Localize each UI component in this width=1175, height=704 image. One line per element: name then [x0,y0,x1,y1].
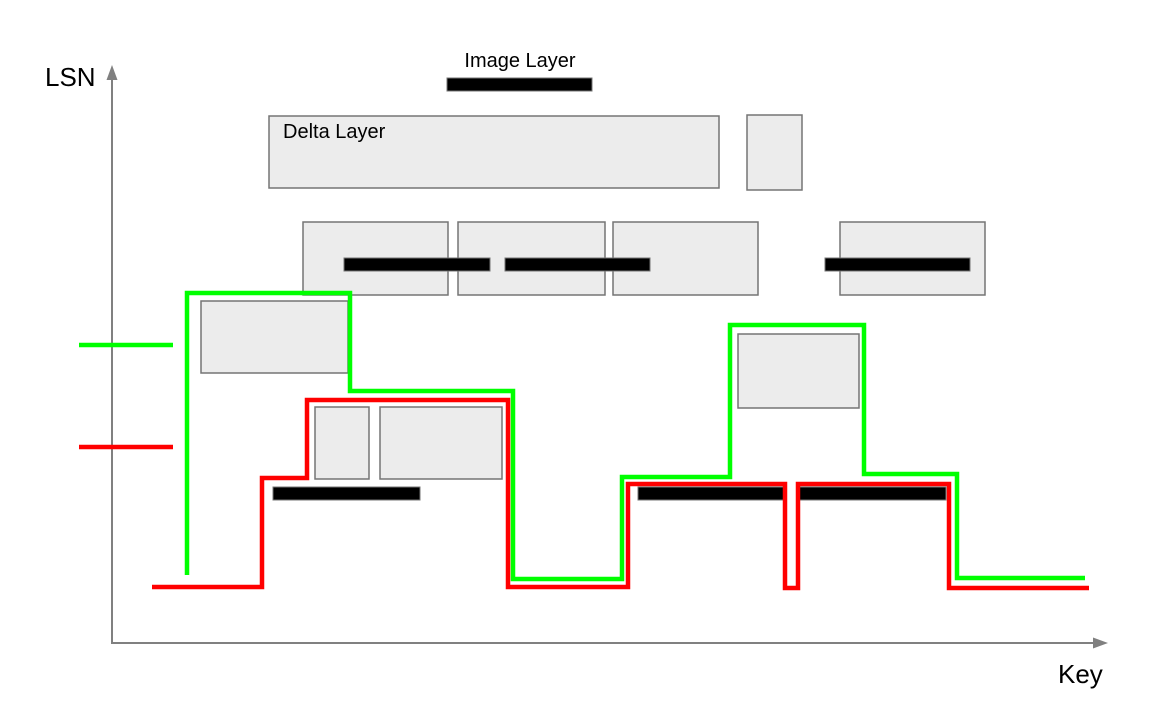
delta-layer-rect-7 [314,406,370,480]
delta-layer-rect-1 [746,114,803,191]
image-layer-bar-3 [824,257,971,272]
image-layer-bar-4 [272,486,421,501]
image-layer-bar-5 [637,486,786,501]
image-layer-label: Image Layer [464,50,576,72]
delta-layer-rect-8 [379,406,503,480]
image-layer-bar-0 [446,77,593,92]
image-layer-bar-6 [798,486,947,501]
image-layer-bar-1 [343,257,491,272]
y-axis-arrowhead-icon [106,65,118,80]
red-gc-line [152,397,1089,591]
delta-layer-label: Delta Layer [283,121,386,143]
delta-layer-rect-6 [200,300,349,374]
y-axis-label: LSN [45,62,96,92]
x-axis-arrowhead-icon [1093,637,1108,649]
x-axis-label: Key [1058,659,1103,689]
image-layer-bar-2 [504,257,651,272]
green-gc-line [184,290,1085,582]
delta-layer-rect-0 [268,115,720,189]
delta-layer-rect-9 [737,333,860,409]
